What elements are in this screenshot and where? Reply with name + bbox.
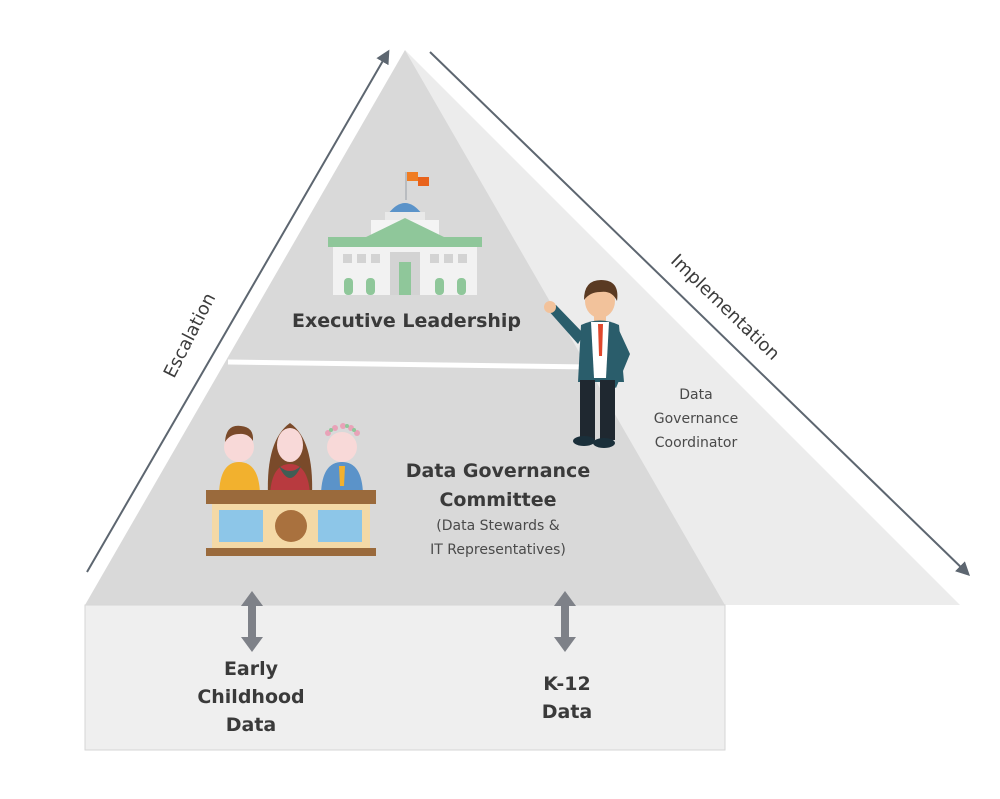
capitol-building-icon <box>328 172 482 295</box>
committee-subtitle: (Data Stewards & IT Representatives) <box>400 514 596 562</box>
tier-divider <box>227 359 591 370</box>
implementation-arrow <box>429 51 971 576</box>
escalation-arrow <box>86 49 390 573</box>
pyramid-side-face <box>405 50 960 605</box>
double-arrow-icon <box>554 591 576 652</box>
k12-line1: K-12 <box>543 673 591 695</box>
flag-icon <box>407 172 429 186</box>
double-arrow-icon <box>241 591 263 652</box>
k12-data-label: K-12 Data <box>512 670 622 726</box>
base-box <box>84 604 726 751</box>
executive-leadership-title: Executive Leadership <box>292 310 522 332</box>
committee-people-icon <box>206 423 376 556</box>
committee-subtitle-line1: (Data Stewards & <box>436 518 560 534</box>
coordinator-label: Data Governance Coordinator <box>640 383 752 455</box>
committee-title-line1: Data Governance <box>405 460 591 482</box>
early-line2: Childhood <box>197 686 305 708</box>
coordinator-line3: Coordinator <box>654 435 738 451</box>
k12-line2: Data <box>541 701 593 723</box>
committee-subtitle-line2: IT Representatives) <box>430 542 566 558</box>
committee-title-line2: Committee <box>439 489 557 511</box>
committee-title: Data Governance Committee <box>398 457 598 515</box>
early-childhood-data-label: Early Childhood Data <box>178 655 324 739</box>
presenter-man-icon <box>544 280 630 448</box>
early-line3: Data <box>225 714 277 736</box>
coordinator-line1: Data <box>679 387 713 403</box>
coordinator-line2: Governance <box>653 411 739 427</box>
early-line1: Early <box>223 658 279 680</box>
